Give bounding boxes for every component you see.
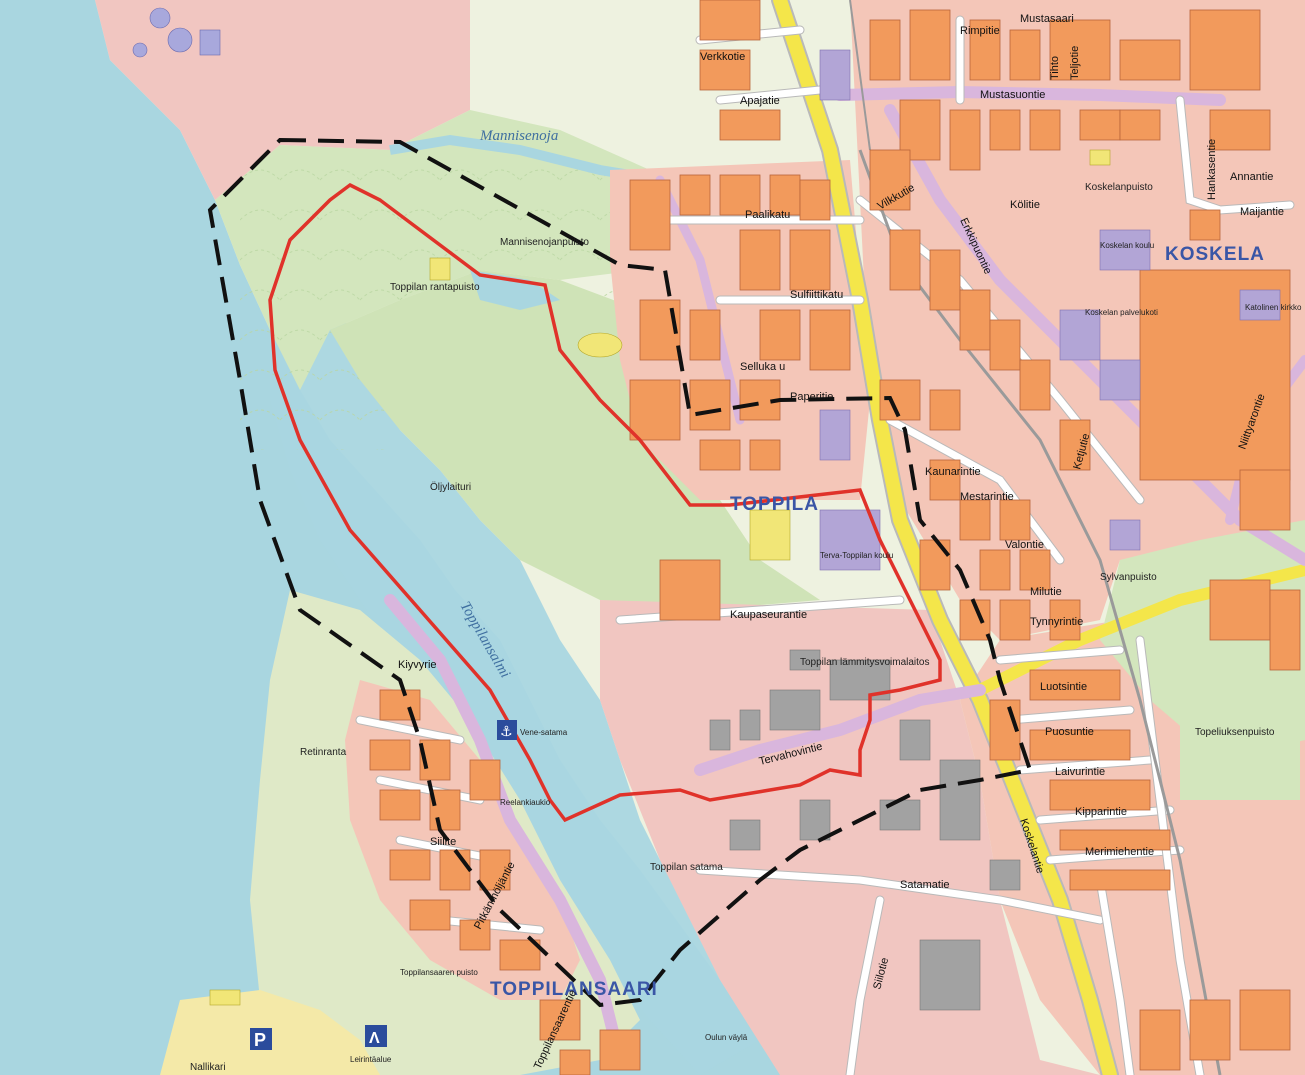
topeliuksenpuisto-park (1180, 680, 1300, 800)
street-apajatie: Apajatie (740, 95, 780, 107)
street-teljotie: Teljotie (1069, 46, 1081, 80)
street-kolitie: Kölitie (1010, 199, 1040, 211)
place-retinranta: Retinranta (300, 747, 347, 758)
building-koskelan-koulu: Koskelan koulu (1100, 241, 1154, 250)
railway-2 (849, 0, 871, 151)
building-terva-toppilan-koulu: Terva-Toppilan koulu (820, 551, 893, 560)
svg-text:P: P (254, 1030, 266, 1050)
sports-field-3 (1089, 149, 1111, 166)
street-kaupaseurantie: Kaupaseurantie (730, 609, 807, 621)
street-mustasaari: Mustasaari (1020, 13, 1074, 25)
street-paalikatu: Paalikatu (745, 209, 790, 221)
place-leirintaalue: Leirintäalue (350, 1055, 392, 1064)
sports-field-1 (429, 257, 451, 281)
planning-boundary (268, 182, 942, 823)
place-topeliuksenpuisto: Topeliuksenpuisto (1195, 727, 1275, 738)
district-label-toppilansaari: TOPPILANSAARI (490, 979, 658, 1000)
buildings-orange (369, 0, 1301, 1075)
place-oljylaituri: Öljylaituri (430, 481, 471, 493)
street-satamatie: Satamatie (900, 879, 950, 891)
street-mustasuontie: Mustasuontie (980, 89, 1045, 101)
place-toppilan-satama: Toppilan satama (650, 862, 723, 873)
harbour-icon: ⚓ (497, 720, 517, 740)
street-annantie: Annantie (1230, 171, 1273, 183)
pitkanmoljantie-road (384, 594, 626, 1066)
sports-field-2 (749, 509, 791, 561)
central-park (330, 270, 820, 610)
place-mannisenojanpuisto: Mannisenojanpuisto (500, 237, 589, 248)
street-kiyvyrie: Kiyvyrie (398, 659, 437, 671)
street-milutie: Milutie (1030, 586, 1062, 598)
industrial-north (95, 0, 470, 200)
place-sylvanpuisto: Sylvanpuisto (1100, 572, 1157, 583)
water-label-stream: Mannisenoja (479, 128, 558, 144)
place-oulun-vayla: Oulun väylä (705, 1033, 748, 1042)
street-hankasentie: Hankasentie (1206, 139, 1218, 200)
street-valontie: Valontie (1005, 539, 1044, 551)
buildings-grey (709, 649, 1021, 1011)
street-merimiehentie: Merimiehentie (1085, 846, 1154, 858)
place-toppilansaaren-puisto: Toppilansaaren puisto (400, 968, 478, 977)
street-luotsintie: Luotsintie (1040, 681, 1087, 693)
street-mestarintie: Mestarintie (960, 491, 1014, 503)
place-reelankiaukio: Reelankiaukio (500, 798, 551, 807)
tervahovintie-road (694, 684, 986, 776)
place-voimalaitos: Toppilan lämmitysvoimalaitos (800, 657, 930, 668)
street-tihto: Tihto (1049, 56, 1061, 80)
street-sulfiittikatu: Sulfiittikatu (790, 289, 843, 301)
street-sellukatu: Selluka u (740, 361, 785, 373)
koskelantie-road (773, 0, 1117, 1075)
street-puosuntie: Puosuntie (1045, 726, 1094, 738)
place-rantapuisto: Toppilan rantapuisto (390, 282, 480, 293)
street-maijantie: Maijantie (1240, 206, 1284, 218)
building-kirkko: Katolinen kirkko (1245, 303, 1302, 312)
sports-field-4 (577, 332, 623, 358)
place-koskelanpuisto: Koskelanpuisto (1085, 182, 1153, 193)
place-venesatama: Vene-satama (520, 728, 568, 737)
camp-icon: Λ (365, 1025, 387, 1047)
svg-text:Λ: Λ (369, 1030, 380, 1047)
district-label-koskela: KOSKELA (1165, 244, 1265, 265)
street-paperitie: Paperitie (790, 391, 833, 403)
street-kipparintie: Kipparintie (1075, 806, 1127, 818)
district-label-toppila: TOPPILA (730, 494, 819, 515)
plant-tanks (132, 7, 221, 58)
street-rimpitie: Rimpitie (960, 25, 1000, 37)
buildings-public (819, 49, 1281, 571)
street-kaunarintie: Kaunarintie (925, 466, 981, 478)
street-verkkotie: Verkkotie (700, 51, 745, 63)
mustasuontie-road (834, 85, 1226, 106)
parking-icon: P (250, 1028, 272, 1050)
place-nallikari: Nallikari (190, 1062, 226, 1073)
street-laivurintie: Laivurintie (1055, 766, 1105, 778)
svg-text:⚓: ⚓ (500, 724, 513, 740)
street-siilite: Siilite (430, 836, 456, 848)
pond (470, 270, 560, 310)
building-koskelan-palvelukoti: Koskelan palvelukoti (1085, 308, 1158, 317)
sports-field-5 (209, 989, 241, 1006)
street-tynnyrintie: Tynnyrintie (1030, 616, 1083, 628)
